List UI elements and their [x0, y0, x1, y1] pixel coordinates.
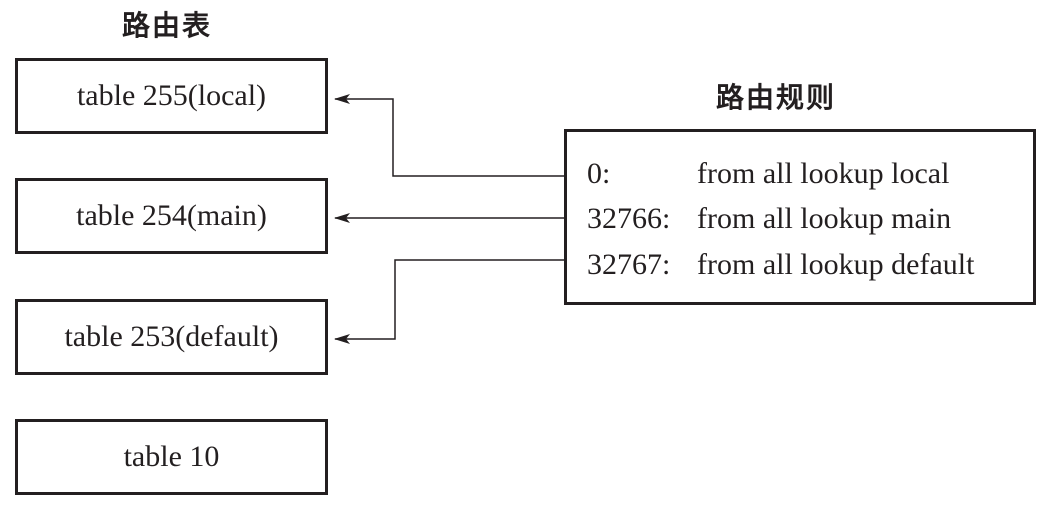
table-main-box: table 254(main) — [15, 178, 328, 254]
routing-rules-box: 0: from all lookup local 32766: from all… — [564, 129, 1036, 305]
routing-rules-title: 路由规则 — [716, 81, 837, 114]
table-main-label: table 254(main) — [76, 199, 267, 232]
rule-row-default: 32767: from all lookup default — [587, 249, 974, 281]
arrow-rule-default-to-table-default — [334, 259, 564, 344]
table-default-label: table 253(default) — [64, 320, 279, 353]
table-local-label: table 255(local) — [76, 79, 267, 112]
rule-row-main: 32766: from all lookup main — [587, 203, 951, 235]
arrow-rule-local-to-table-local — [334, 94, 564, 177]
rule-row-local: 0: from all lookup local — [587, 158, 949, 190]
table-default-box: table 253(default) — [15, 299, 328, 375]
rule-action: from all lookup local — [697, 157, 950, 190]
rule-priority: 0: — [587, 157, 611, 190]
rule-action: from all lookup main — [697, 202, 952, 235]
rule-priority: 32766: — [587, 202, 671, 235]
rule-action: from all lookup default — [697, 248, 975, 281]
rule-priority: 32767: — [587, 248, 671, 281]
table-10-label: table 10 — [123, 440, 220, 473]
routing-tables-title: 路由表 — [122, 9, 213, 42]
table-local-box: table 255(local) — [15, 58, 328, 134]
table-10-box: table 10 — [15, 419, 328, 495]
